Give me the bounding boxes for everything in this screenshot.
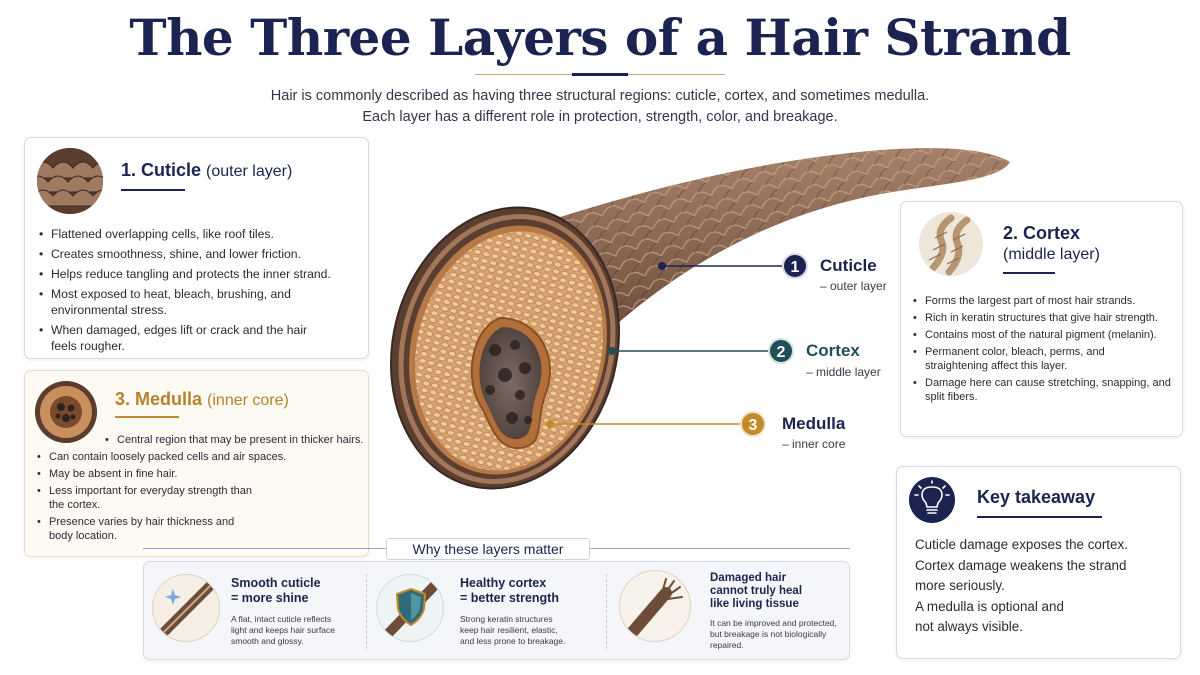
list-item: Contains most of the natural pigment (me… xyxy=(913,328,1175,342)
medulla-card-title: 3. Medulla (inner core) xyxy=(115,389,289,409)
list-item: Presence varies by hair thickness and bo… xyxy=(37,515,237,543)
medulla-cross-section-icon xyxy=(35,381,97,443)
page-subtitle: Hair is commonly described as having thr… xyxy=(0,86,1200,128)
list-item: Damage here can cause stretching, snappi… xyxy=(913,376,1175,404)
callout-leader-lines xyxy=(546,262,782,428)
cortex-bullet-list: Forms the largest part of most hair stra… xyxy=(913,294,1175,407)
medulla-card-rule xyxy=(115,416,179,418)
why-divider-2 xyxy=(606,574,607,649)
why-item-2-title: Healthy cortex= better strength xyxy=(460,576,559,605)
list-item: Rich in keratin structures that give hai… xyxy=(913,311,1175,325)
key-takeaway-card: Key takeaway Cuticle damage exposes the … xyxy=(896,466,1181,659)
list-item: Helps reduce tangling and protects the i… xyxy=(39,266,359,282)
cuticle-bullet-list: Flattened overlapping cells, like roof t… xyxy=(39,226,359,358)
key-line: more seriously. xyxy=(915,578,1005,593)
list-item: Forms the largest part of most hair stra… xyxy=(913,294,1175,308)
key-takeaway-title: Key takeaway xyxy=(977,487,1096,507)
callout-name-cortex: Cortex xyxy=(806,341,860,360)
cuticle-card: 1. Cuticle (outer layer) Flattened overl… xyxy=(24,137,369,359)
list-item: Creates smoothness, shine, and lower fri… xyxy=(39,246,359,262)
list-item: When damaged, edges lift or crack and th… xyxy=(39,322,309,354)
list-item: May be absent in fine hair. xyxy=(37,467,367,481)
callout-number-medulla: 3 xyxy=(740,411,766,437)
callout-desc-cuticle: – outer layer xyxy=(820,279,887,293)
callout-name-medulla: Medulla xyxy=(782,414,846,433)
medulla-card: 3. Medulla (inner core) Central region t… xyxy=(24,370,369,557)
list-item: Central region that may be present in th… xyxy=(105,433,367,447)
key-takeaway-text: Cuticle damage exposes the cortex. Corte… xyxy=(915,535,1128,638)
key-line: Cuticle damage exposes the cortex. xyxy=(915,537,1128,552)
title-underline-accent xyxy=(572,73,628,76)
why-section-line-left xyxy=(143,548,386,549)
why-section-label: Why these layers matter xyxy=(386,538,590,560)
cortex-card-title: 2. Cortex (middle layer) xyxy=(1003,223,1100,263)
cortex-fiber-rope-icon xyxy=(919,212,983,276)
lightbulb-icon xyxy=(909,477,955,523)
subtitle-line-1: Hair is commonly described as having thr… xyxy=(270,88,930,104)
why-layers-panel: Smooth cuticle= more shine A flat, intac… xyxy=(143,561,850,660)
callout-desc-cortex: – middle layer xyxy=(806,365,881,379)
key-line: A medulla is optional and xyxy=(915,598,1064,614)
cuticle-card-title: 1. Cuticle (outer layer) xyxy=(121,160,293,180)
callout-number-cortex: 2 xyxy=(768,338,794,364)
shield-strand-icon xyxy=(376,574,444,642)
medulla-bullet-list: Central region that may be present in th… xyxy=(37,433,367,546)
cuticle-scales-icon xyxy=(37,148,103,214)
key-line: Cortex damage weakens the strand xyxy=(915,557,1127,573)
strand-cross-section xyxy=(390,206,620,490)
cortex-card: 2. Cortex (middle layer) Forms the large… xyxy=(900,201,1183,437)
damaged-strand-icon xyxy=(619,570,691,642)
list-item: Can contain loosely packed cells and air… xyxy=(37,450,367,464)
cortex-card-rule xyxy=(1003,272,1055,274)
list-item: Most exposed to heat, bleach, brushing, … xyxy=(39,286,319,318)
why-item-1-title: Smooth cuticle= more shine xyxy=(231,576,321,605)
why-item-3-text: It can be improved and protected,but bre… xyxy=(710,618,837,650)
callout-name-cuticle: Cuticle xyxy=(820,256,877,275)
list-item: Less important for everyday strength tha… xyxy=(37,484,262,512)
page-title: The Three Layers of a Hair Strand xyxy=(129,8,1071,67)
why-section-line-right xyxy=(590,548,850,549)
list-item: Flattened overlapping cells, like roof t… xyxy=(39,226,359,242)
list-item: Permanent color, bleach, perms, and stra… xyxy=(913,345,1143,373)
cuticle-card-rule xyxy=(121,189,185,191)
shiny-strand-icon xyxy=(152,574,220,642)
key-line: not always visible. xyxy=(915,619,1023,634)
why-divider-1 xyxy=(366,574,367,649)
subtitle-line-2: Each layer has a different role in prote… xyxy=(362,109,838,125)
key-takeaway-rule xyxy=(977,516,1102,518)
callout-number-cuticle: 1 xyxy=(782,253,808,279)
callout-desc-medulla: – inner core xyxy=(782,437,846,451)
